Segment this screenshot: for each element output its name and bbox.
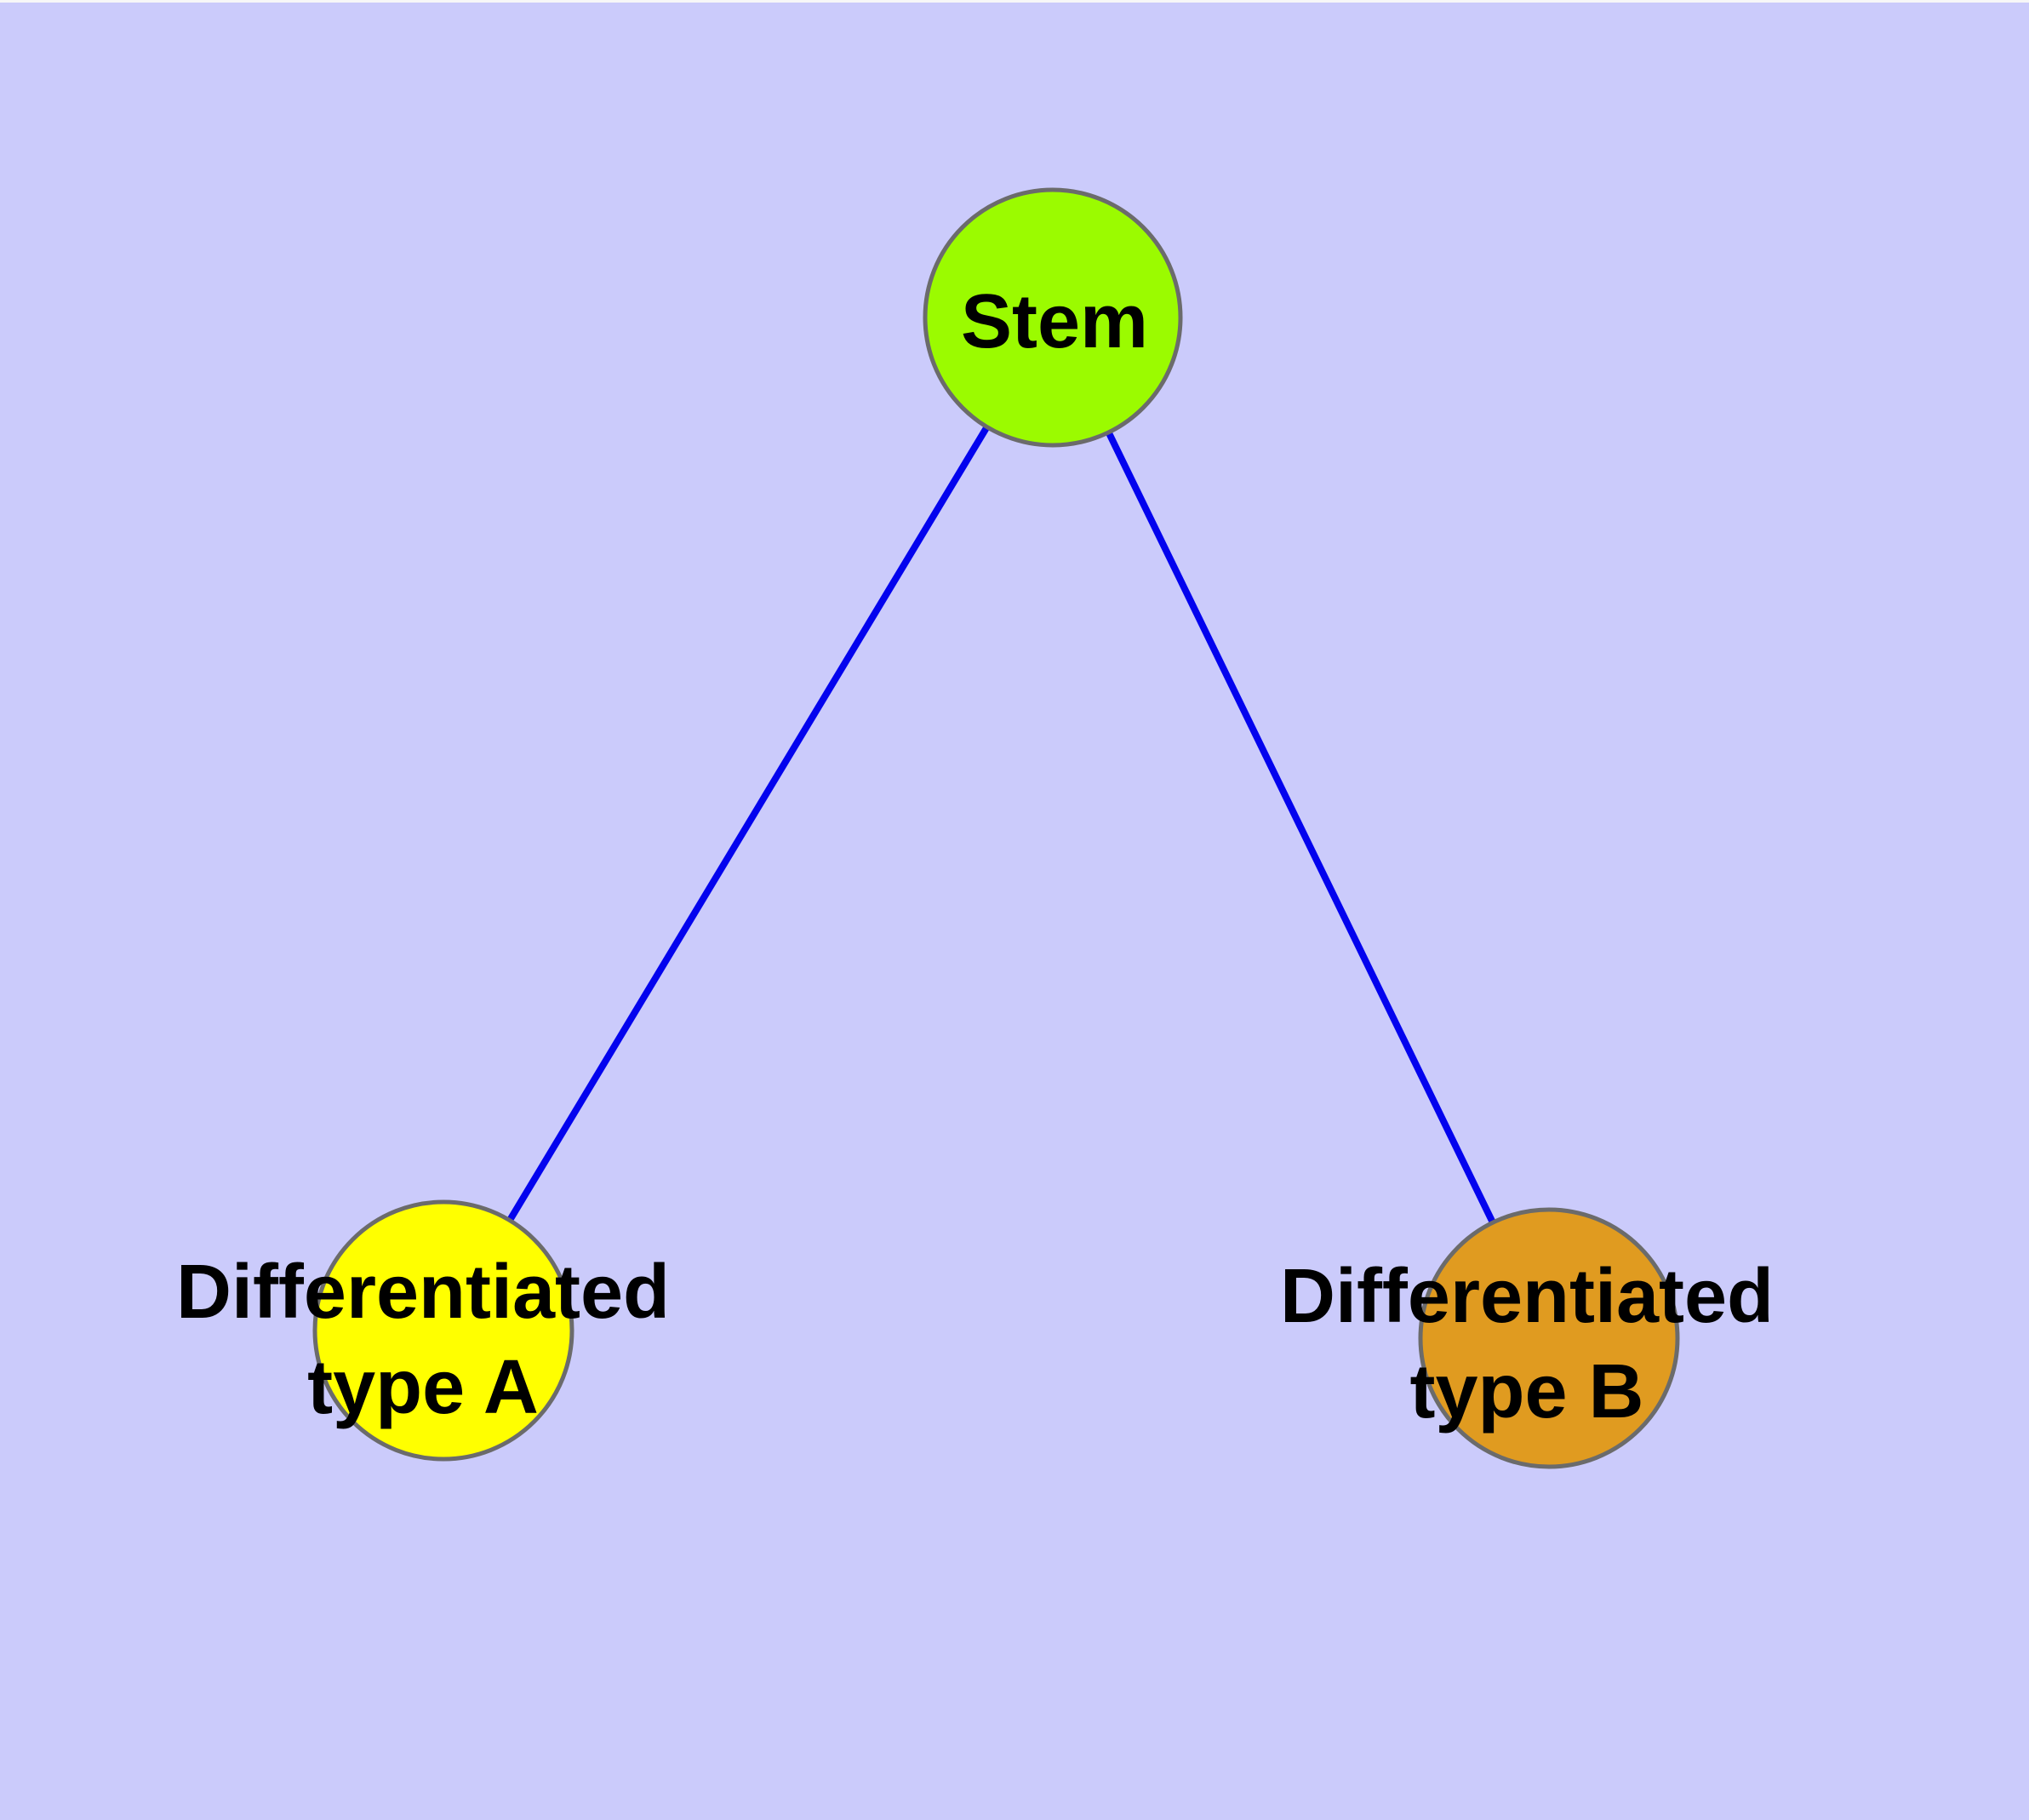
node-differentiated-type-a-label-line1: Differentiated [176, 1250, 670, 1335]
node-differentiated-type-a [312, 1199, 574, 1462]
node-differentiated-type-a-label-line2: type A [307, 1345, 539, 1430]
node-stem-label-line1: Stem [961, 279, 1148, 364]
edges-layer [440, 315, 1552, 1340]
nodes-layer [312, 187, 1680, 1469]
edge-stem-to-differentiated-type-b [1049, 316, 1552, 1340]
node-stem [923, 187, 1183, 448]
node-differentiated-type-b-label-line2: type B [1409, 1349, 1643, 1434]
edge-stem-to-differentiated-type-a [440, 315, 1056, 1333]
top-edge-strip [0, 0, 2029, 3]
node-differentiated-type-b-label-line1: Differentiated [1280, 1254, 1774, 1339]
node-differentiated-type-b [1418, 1207, 1680, 1469]
